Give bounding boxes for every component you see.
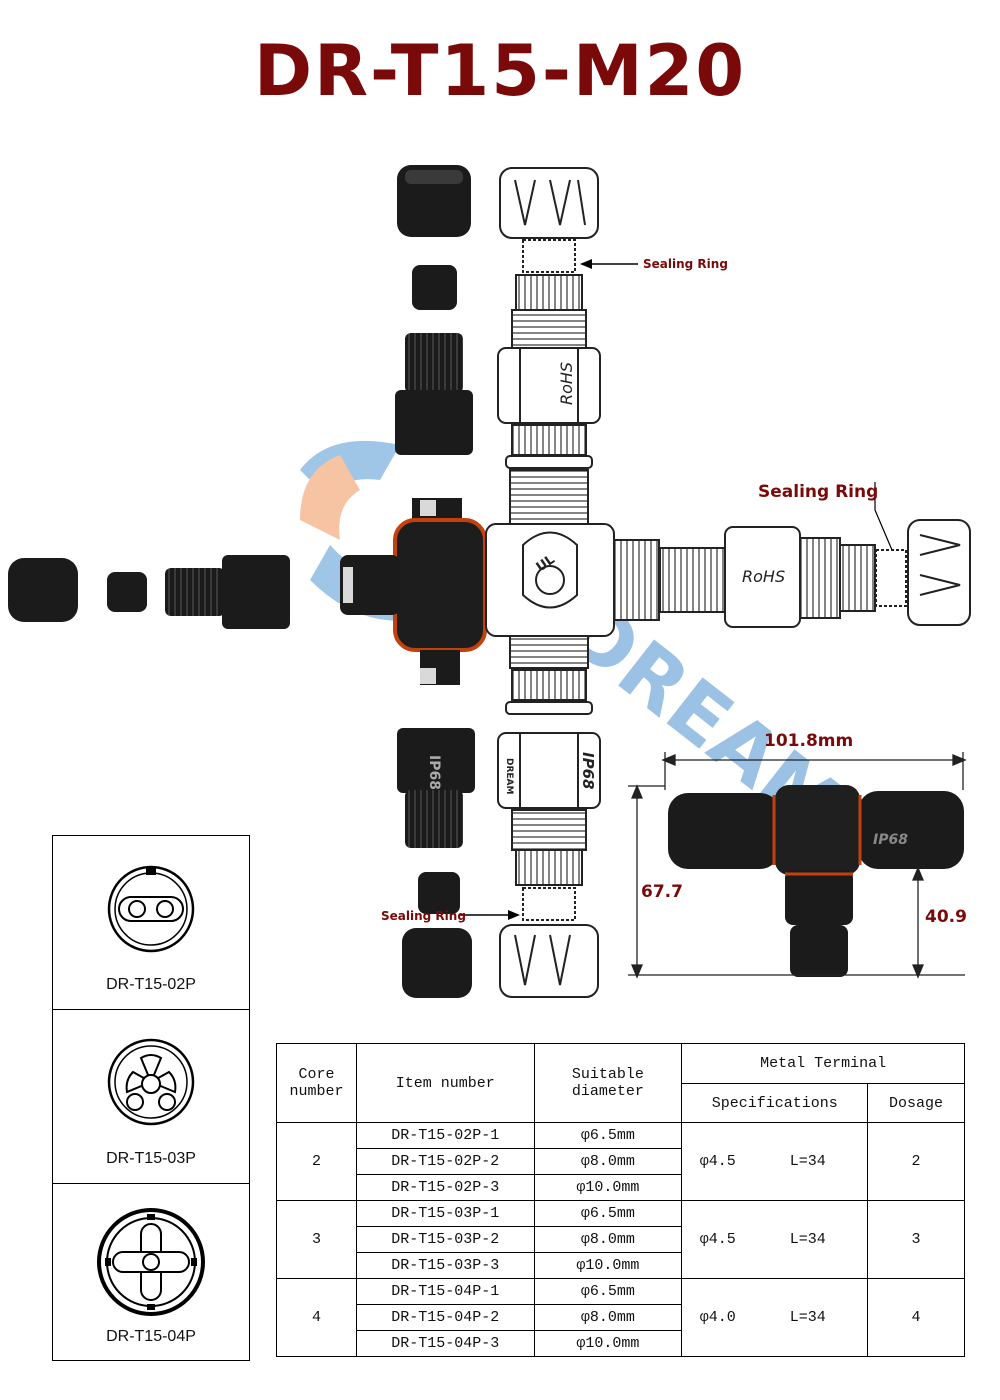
item-number-cell: DR-T15-04P-2 bbox=[355, 1304, 535, 1331]
terminal-diameter: φ4.0 bbox=[699, 1309, 736, 1326]
specification-cell: φ4.5 L=34 bbox=[681, 1122, 869, 1201]
black-bottom-seal bbox=[418, 872, 460, 914]
svg-text:IP68: IP68 bbox=[579, 752, 597, 789]
pin-face-2-icon bbox=[107, 865, 195, 953]
item-number-cell: DR-T15-02P-3 bbox=[355, 1174, 535, 1201]
specification-cell: φ4.0 L=34 bbox=[681, 1278, 869, 1357]
sealing-ring-label-right: Sealing Ring bbox=[758, 482, 879, 502]
page-title: DR-T15-M20 bbox=[253, 30, 747, 112]
assembled-connector bbox=[668, 785, 964, 977]
core-number-cell: 4 bbox=[276, 1278, 357, 1357]
diameter-cell: φ6.5mm bbox=[533, 1278, 683, 1305]
svg-text:RoHS: RoHS bbox=[742, 567, 785, 586]
terminal-length: L=34 bbox=[789, 1309, 826, 1326]
header-core-number: Core number bbox=[276, 1043, 357, 1123]
terminal-diameter: φ4.5 bbox=[699, 1231, 736, 1248]
diameter-cell: φ10.0mm bbox=[533, 1174, 683, 1201]
diameter-cell: φ10.0mm bbox=[533, 1252, 683, 1279]
black-left-seal bbox=[107, 572, 147, 612]
dimension-lines bbox=[628, 752, 967, 979]
item-number-cell: DR-T15-02P-2 bbox=[355, 1148, 535, 1175]
black-t-body bbox=[340, 498, 487, 685]
item-number-cell: DR-T15-03P-2 bbox=[355, 1226, 535, 1253]
pin-layout-02p: DR-T15-02P bbox=[52, 835, 250, 1010]
header-specifications: Specifications bbox=[681, 1083, 869, 1123]
terminal-length: L=34 bbox=[789, 1231, 826, 1248]
svg-text:IP68: IP68 bbox=[873, 832, 908, 848]
black-bottom-body bbox=[397, 728, 475, 848]
header-metal-terminal: Metal Terminal bbox=[681, 1043, 965, 1084]
outline-drawing bbox=[485, 167, 971, 998]
black-left-nut bbox=[8, 558, 78, 622]
item-number-cell: DR-T15-03P-3 bbox=[355, 1252, 535, 1279]
diameter-cell: φ8.0mm bbox=[533, 1226, 683, 1253]
terminal-length: L=34 bbox=[789, 1153, 826, 1170]
diameter-cell: φ6.5mm bbox=[533, 1200, 683, 1227]
diameter-cell: φ6.5mm bbox=[533, 1122, 683, 1149]
pin-layout-label: DR-T15-02P bbox=[106, 976, 196, 993]
diameter-cell: φ8.0mm bbox=[533, 1304, 683, 1331]
black-left-body bbox=[165, 555, 290, 629]
pin-face-4-icon bbox=[97, 1208, 205, 1316]
diameter-cell: φ10.0mm bbox=[533, 1330, 683, 1357]
height-dimension: 67.7 bbox=[641, 882, 683, 902]
item-number-cell: DR-T15-04P-3 bbox=[355, 1330, 535, 1357]
terminal-diameter: φ4.5 bbox=[699, 1153, 736, 1170]
pin-layout-label: DR-T15-03P bbox=[106, 1150, 196, 1167]
svg-text:IP68: IP68 bbox=[426, 755, 442, 790]
sealing-ring-label-bottom: Sealing Ring bbox=[381, 909, 466, 923]
item-number-cell: DR-T15-02P-1 bbox=[355, 1122, 535, 1149]
spec-table: Core number Item number Suitable diamete… bbox=[276, 1043, 965, 1357]
header-suitable-diameter: Suitable diameter bbox=[533, 1043, 683, 1123]
dosage-cell: 2 bbox=[867, 1122, 965, 1201]
pin-layout-03p: DR-T15-03P bbox=[52, 1009, 250, 1184]
black-top-nut bbox=[397, 165, 471, 237]
sealing-ring-label-top: Sealing Ring bbox=[643, 257, 728, 271]
header-dosage: Dosage bbox=[867, 1083, 965, 1123]
dosage-cell: 3 bbox=[867, 1200, 965, 1279]
svg-text:RoHS: RoHS bbox=[557, 362, 576, 405]
item-number-cell: DR-T15-03P-1 bbox=[355, 1200, 535, 1227]
pin-face-3-icon bbox=[107, 1038, 195, 1126]
dosage-cell: 4 bbox=[867, 1278, 965, 1357]
black-top-body bbox=[395, 333, 473, 455]
pin-layout-04p: DR-T15-04P bbox=[52, 1183, 250, 1361]
svg-text:DREAM: DREAM bbox=[504, 758, 514, 795]
diameter-cell: φ8.0mm bbox=[533, 1148, 683, 1175]
black-top-seal bbox=[412, 265, 457, 310]
core-number-cell: 3 bbox=[276, 1200, 357, 1279]
pin-layout-label: DR-T15-04P bbox=[106, 1328, 196, 1345]
width-dimension: 101.8mm bbox=[764, 731, 854, 751]
specification-cell: φ4.5 L=34 bbox=[681, 1200, 869, 1279]
branch-height-dimension: 40.9 bbox=[925, 907, 967, 927]
header-item-number: Item number bbox=[355, 1043, 535, 1123]
item-number-cell: DR-T15-04P-1 bbox=[355, 1278, 535, 1305]
core-number-cell: 2 bbox=[276, 1122, 357, 1201]
black-bottom-nut bbox=[402, 928, 472, 998]
